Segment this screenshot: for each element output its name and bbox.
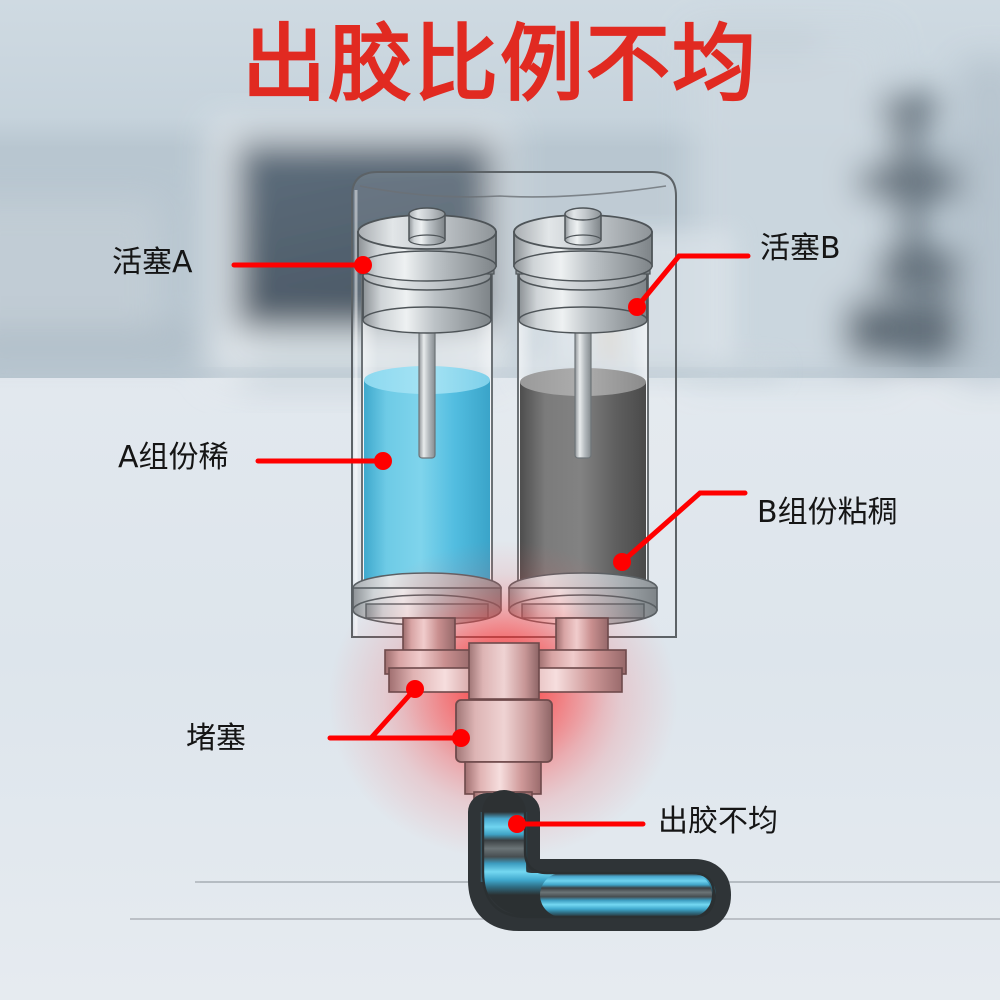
piston-rod-a <box>418 317 436 459</box>
label-piston-a: 活塞A <box>112 245 193 280</box>
leader-component-b <box>613 490 748 571</box>
leader-piston-a <box>231 256 372 274</box>
page-title: 出胶比例不均 <box>241 15 758 113</box>
leader-lines <box>231 253 751 833</box>
leader-piston-b <box>628 253 751 316</box>
piston-b <box>513 207 653 334</box>
label-piston-b: 活塞B <box>760 231 841 266</box>
label-component-a: A组份稀 <box>118 440 229 475</box>
label-component-b: B组份粘稠 <box>757 495 898 530</box>
piston-rod-b <box>574 317 592 459</box>
label-uneven-output: 出胶不均 <box>658 804 778 839</box>
leader-clog <box>327 680 470 747</box>
leader-uneven <box>508 815 646 833</box>
nozzle-tube <box>468 790 731 931</box>
leader-component-a <box>255 452 392 470</box>
cylinder-b <box>508 207 658 626</box>
piston-a <box>357 207 497 334</box>
label-clog: 堵塞 <box>186 721 246 756</box>
